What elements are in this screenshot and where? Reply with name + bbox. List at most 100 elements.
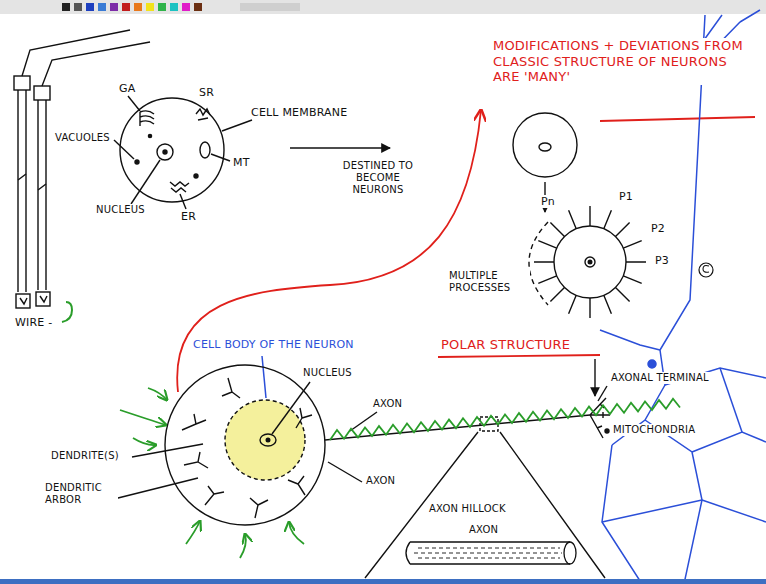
green-signals-part bbox=[289, 522, 304, 544]
process-cells-part bbox=[554, 226, 626, 298]
process-cells-part bbox=[534, 206, 646, 318]
process-cells-part bbox=[588, 260, 592, 264]
organelle-label: GA bbox=[118, 82, 136, 95]
toolbar-part bbox=[182, 3, 190, 11]
part-label: CELL MEMBRANE bbox=[250, 106, 348, 119]
organelle-label: ER bbox=[180, 210, 197, 223]
neuron-part bbox=[132, 444, 203, 457]
neuron-part bbox=[250, 498, 268, 518]
green-signals-part bbox=[186, 521, 200, 544]
precursor-cell-part bbox=[196, 109, 210, 120]
precursor-cell-part bbox=[290, 147, 390, 148]
toolbar-part bbox=[146, 3, 154, 11]
precursor-cell-part bbox=[120, 98, 224, 202]
neuron-part bbox=[365, 432, 605, 578]
part-label: WIRE - bbox=[14, 316, 53, 329]
taskbar bbox=[0, 579, 766, 584]
toolbar bbox=[0, 0, 766, 14]
process-label: Pn bbox=[540, 195, 556, 208]
precursor-cell-part bbox=[114, 140, 134, 159]
wire-cells-part bbox=[18, 90, 26, 292]
axon-cylinder-part bbox=[406, 542, 410, 564]
note-text: MODIFICATIONS + DEVIATIONS FROM CLASSIC … bbox=[492, 38, 756, 85]
part-label: MITOCHONDRIA bbox=[612, 424, 696, 436]
precursor-cell-part bbox=[128, 96, 140, 111]
precursor-cell-part bbox=[157, 144, 173, 160]
neuron-part bbox=[184, 452, 208, 468]
toolbar-part bbox=[134, 3, 142, 11]
target-cells-part bbox=[702, 500, 766, 522]
precursor-cell-part bbox=[211, 154, 230, 161]
green-signals-part bbox=[148, 388, 167, 400]
process-label: P2 bbox=[650, 222, 666, 235]
target-cells-part bbox=[648, 360, 656, 368]
target-cells-part bbox=[703, 265, 709, 272]
neuron-part bbox=[296, 408, 312, 428]
green-signals-part bbox=[120, 410, 166, 425]
part-label: DENDRITIC ARBOR bbox=[44, 482, 118, 506]
neuron-part bbox=[272, 382, 310, 434]
precursor-cell-part bbox=[222, 120, 252, 131]
toolbar-part bbox=[98, 3, 106, 11]
process-cells-part bbox=[513, 113, 577, 177]
part-label: AXON bbox=[468, 524, 499, 536]
red-marks-part bbox=[600, 117, 755, 121]
note-text: DESTINED TO BECOME NEURONS bbox=[335, 160, 421, 196]
neuron-part bbox=[266, 438, 270, 442]
wire-cells-part bbox=[36, 292, 50, 306]
part-label: AXON bbox=[365, 475, 396, 487]
process-cells bbox=[513, 113, 646, 318]
target-cells-part bbox=[262, 356, 266, 398]
red-marks-part bbox=[438, 355, 600, 357]
precursor-cell-part bbox=[194, 174, 198, 178]
toolbar-part bbox=[86, 3, 94, 11]
wire-cells bbox=[14, 30, 150, 322]
target-cells-part bbox=[600, 330, 660, 350]
red-marks bbox=[177, 110, 755, 392]
part-label: NUCLEUS bbox=[302, 367, 353, 379]
neuron-part bbox=[225, 400, 305, 480]
precursor-cell-part bbox=[135, 160, 139, 164]
toolbar-part bbox=[170, 3, 178, 11]
toolbar-part bbox=[0, 0, 766, 14]
wire-cells-part bbox=[34, 86, 50, 100]
organelle-label: VACUOLES bbox=[54, 132, 111, 144]
neuron-part bbox=[260, 434, 276, 446]
neuron-part bbox=[605, 429, 609, 433]
wire-cells-part bbox=[20, 296, 47, 304]
toolbar-part bbox=[194, 3, 202, 11]
green-signals bbox=[120, 388, 680, 558]
toolbar-part bbox=[240, 3, 300, 11]
axon-cylinder bbox=[406, 542, 576, 564]
organelle-label: MT bbox=[232, 156, 251, 169]
precursor-cell-part bbox=[200, 142, 210, 158]
wire-cells-part bbox=[62, 302, 72, 322]
part-label: AXON HILLOCK bbox=[428, 503, 507, 515]
wire-cells-part bbox=[14, 76, 30, 90]
precursor-cell-part bbox=[148, 134, 151, 137]
part-label: AXON bbox=[372, 398, 403, 410]
toolbar-part bbox=[122, 3, 130, 11]
green-signals-part bbox=[240, 534, 246, 558]
toolbar-part bbox=[74, 3, 82, 11]
wire-cells-part bbox=[38, 100, 46, 290]
green-signals-part bbox=[133, 438, 156, 445]
precursor-cell-part bbox=[170, 182, 189, 192]
red-marks-part bbox=[177, 110, 481, 392]
toolbar-part bbox=[62, 3, 70, 11]
precursor-cell-part bbox=[180, 194, 186, 209]
part-label: AXONAL TERMINAL bbox=[610, 372, 710, 384]
wire-cells-part bbox=[16, 294, 30, 308]
target-cells-part bbox=[699, 263, 713, 277]
process-cells-part bbox=[539, 143, 551, 151]
toolbar-part bbox=[110, 3, 118, 11]
precursor-cell-part bbox=[163, 150, 167, 154]
precursor-cell-part bbox=[140, 111, 154, 126]
heading-label: CELL BODY OF THE NEURON bbox=[192, 338, 355, 351]
wire-cells-part bbox=[42, 42, 150, 86]
target-cells-part bbox=[720, 368, 742, 432]
target-cells-part bbox=[692, 432, 766, 452]
neuron-part bbox=[182, 414, 206, 430]
